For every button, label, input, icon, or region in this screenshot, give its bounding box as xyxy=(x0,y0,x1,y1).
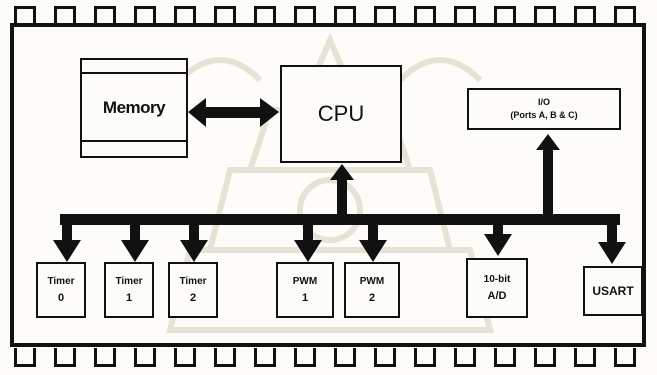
io-block: I/O (Ports A, B & C) xyxy=(467,88,621,130)
cpu-label: CPU xyxy=(318,101,364,127)
pwm2-arrow xyxy=(359,240,387,262)
io-up-arrow xyxy=(536,134,560,150)
timer2-name: Timer xyxy=(179,274,206,290)
pwm1-block: PWM 1 xyxy=(276,262,334,318)
pwm1-arrow xyxy=(294,240,322,262)
pwm1-number: 1 xyxy=(302,290,308,306)
memory-block: Memory xyxy=(80,58,188,158)
ad-name: A/D xyxy=(488,288,507,304)
timer0-arrow xyxy=(53,240,81,262)
timer1-arrow xyxy=(121,240,149,262)
io-label: I/O xyxy=(538,96,550,109)
timer2-number: 2 xyxy=(190,290,196,306)
timer1-name: Timer xyxy=(115,274,142,290)
pwm2-block: PWM 2 xyxy=(344,262,400,318)
memory-label: Memory xyxy=(103,98,165,118)
timer2-block: Timer 2 xyxy=(168,262,218,318)
pwm1-name: PWM xyxy=(293,274,317,290)
memory-divider-bottom xyxy=(82,140,186,142)
ad-resolution: 10-bit xyxy=(484,272,511,288)
cpu-block: CPU xyxy=(280,65,402,163)
timer2-arrow xyxy=(180,240,208,262)
usart-label: USART xyxy=(592,283,633,299)
memory-divider-top xyxy=(82,72,186,74)
timer1-block: Timer 1 xyxy=(104,262,154,318)
pwm2-number: 2 xyxy=(369,290,375,306)
usart-block: USART xyxy=(583,266,643,316)
ad-drop xyxy=(493,222,503,236)
io-ports-label: (Ports A, B & C) xyxy=(510,109,577,122)
timer1-number: 1 xyxy=(126,290,132,306)
timer0-block: Timer 0 xyxy=(36,262,86,318)
memory-side-arrowhead xyxy=(188,98,206,127)
timer0-name: Timer xyxy=(47,274,74,290)
pwm2-name: PWM xyxy=(360,274,384,290)
io-bus-riser xyxy=(543,150,553,218)
usart-arrow xyxy=(598,242,626,264)
cpu-side-arrowhead xyxy=(260,98,279,127)
memory-cpu-link xyxy=(202,107,264,118)
ad-converter-block: 10-bit A/D xyxy=(466,258,528,318)
cpu-up-arrow xyxy=(330,164,354,180)
cpu-bus-riser xyxy=(337,178,347,218)
ad-arrow xyxy=(484,234,512,256)
timer0-number: 0 xyxy=(58,290,64,306)
